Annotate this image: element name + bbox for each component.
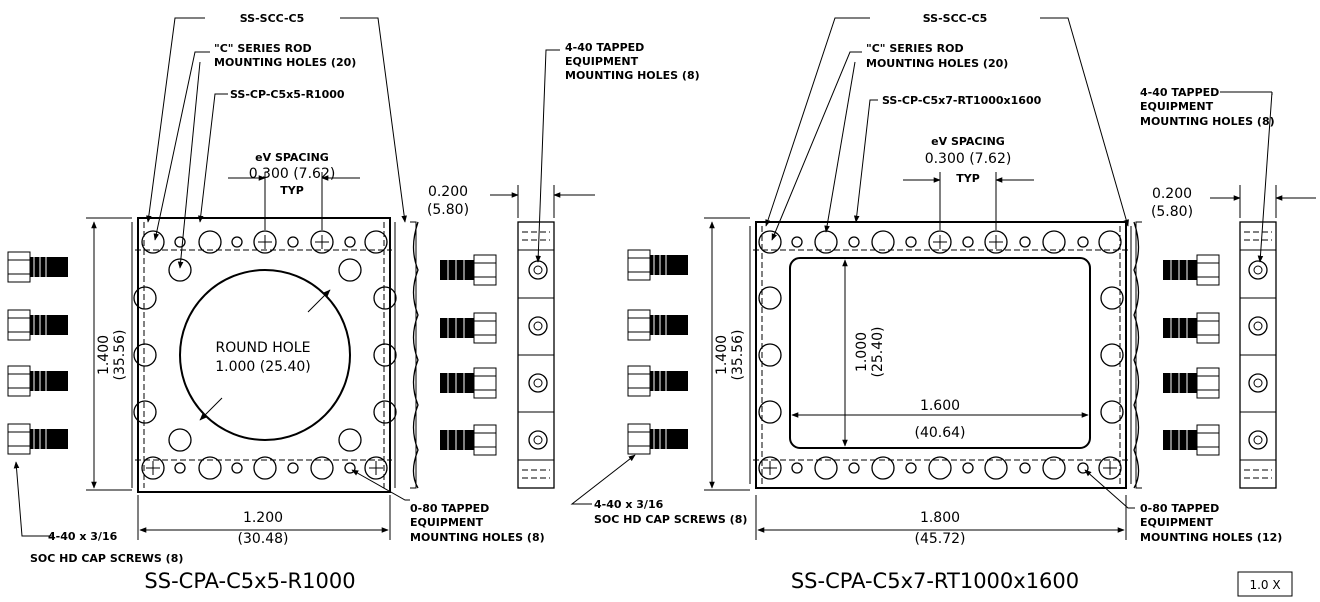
spacing-typ-2: TYP — [956, 172, 980, 185]
width-metric-2: (45.72) — [914, 531, 965, 547]
cap-screw-icon — [7, 365, 68, 397]
rod-holes-label-2: MOUNTING HOLES (20) — [214, 56, 356, 69]
rod-holes-label-1: "C" SERIES ROD — [214, 42, 312, 55]
thickness-label-2: 0.200 — [1152, 186, 1192, 202]
eq-label-2: EQUIPMENT — [410, 516, 484, 529]
eq-label-3-2: MOUNTING HOLES (12) — [1140, 531, 1282, 544]
spacing-label-2: eV SPACING — [931, 135, 1005, 148]
cap-screw-icon — [627, 423, 688, 455]
thickness-metric-2: (5.80) — [1151, 204, 1193, 220]
rod-holes-label-1-2: "C" SERIES ROD — [866, 42, 964, 55]
screws-label-2-2: SOC HD CAP SCREWS (8) — [594, 513, 747, 526]
side-bar-2 — [1239, 221, 1277, 489]
screws-label-1: 4-40 x 3/16 — [48, 530, 118, 543]
right-plate — [749, 221, 1132, 489]
tapped-label-3: MOUNTING HOLES (8) — [565, 69, 700, 82]
round-hole-label: ROUND HOLE — [216, 340, 311, 356]
cap-screw-icon — [1163, 367, 1220, 399]
height-dim-metric-2: (35.56) — [730, 329, 746, 380]
screws-label-2: SOC HD CAP SCREWS (8) — [30, 552, 183, 565]
cap-screw-icon — [7, 423, 68, 455]
spacing-label: eV SPACING — [255, 151, 329, 164]
spacing-typ: TYP — [280, 184, 304, 197]
cap-screw-icon — [1163, 254, 1220, 286]
thickness-label: 0.200 — [428, 184, 468, 200]
cap-screw-icon — [627, 365, 688, 397]
round-hole — [179, 269, 351, 441]
cap-screw-icon — [7, 251, 68, 283]
round-hole-size: 1.000 (25.40) — [215, 359, 311, 375]
clamp-label: SS-SCC-C5 — [240, 12, 305, 25]
rect-opening — [789, 257, 1091, 449]
plate-label-2: SS-CP-C5x7-RT1000x1600 — [882, 94, 1042, 107]
cap-screw-icon — [440, 367, 497, 399]
screws-label-1-2: 4-40 x 3/16 — [594, 498, 664, 511]
cap-screw-icon — [1163, 312, 1220, 344]
tapped-label-1: 4-40 TAPPED — [565, 41, 644, 54]
width-label-2: 1.800 — [920, 510, 960, 526]
eq-label-1: 0-80 TAPPED — [410, 502, 489, 515]
cap-screw-icon — [1163, 424, 1220, 456]
thickness-metric: (5.80) — [427, 202, 469, 218]
cap-screw-icon — [627, 249, 688, 281]
left-assembly: 1.400 (35.56) — [7, 12, 700, 593]
height-dim-label-2: 1.400 — [714, 335, 730, 375]
plate-label: SS-CP-C5x5-R1000 — [230, 88, 345, 101]
height-dim-label: 1.400 — [96, 335, 112, 375]
cap-screw-icon — [440, 312, 497, 344]
tapped-label-1-2: 4-40 TAPPED — [1140, 86, 1219, 99]
eq-label-3: MOUNTING HOLES (8) — [410, 531, 545, 544]
eq-label-1-2: 0-80 TAPPED — [1140, 502, 1219, 515]
tapped-label-2: EQUIPMENT — [565, 55, 639, 68]
tapped-label-3-2: MOUNTING HOLES (8) — [1140, 115, 1275, 128]
scale-label: 1.0 X — [1249, 578, 1280, 592]
side-bar — [517, 221, 555, 489]
left-title: SS-CPA-C5x5-R1000 — [144, 569, 355, 593]
inner-width-metric: (40.64) — [914, 425, 965, 441]
left-screws — [7, 251, 68, 455]
height-dim-metric: (35.56) — [112, 329, 128, 380]
cap-screw-icon — [7, 309, 68, 341]
left-screws-2 — [627, 249, 688, 455]
right-screws — [440, 254, 497, 456]
tapped-label-2-2: EQUIPMENT — [1140, 100, 1214, 113]
right-assembly: 1.400 (35.56) — [570, 12, 1316, 593]
rod-holes-label-2-2: MOUNTING HOLES (20) — [866, 57, 1008, 70]
right-screws-2 — [1163, 254, 1220, 456]
eq-label-2-2: EQUIPMENT — [1140, 516, 1214, 529]
right-title: SS-CPA-C5x7-RT1000x1600 — [791, 569, 1079, 593]
width-label: 1.200 — [243, 510, 283, 526]
cap-screw-icon — [627, 309, 688, 341]
inner-width-label: 1.600 — [920, 398, 960, 414]
spacing-value: 0.300 (7.62) — [249, 166, 336, 182]
width-metric: (30.48) — [237, 531, 288, 547]
inner-height-metric: (25.40) — [870, 326, 886, 377]
clamp-label-2: SS-SCC-C5 — [923, 12, 988, 25]
inner-height-label: 1.000 — [854, 332, 870, 372]
scale-box: 1.0 X — [1237, 571, 1293, 597]
cap-screw-icon — [440, 254, 497, 286]
spacing-value-2: 0.300 (7.62) — [925, 151, 1012, 167]
cap-screw-icon — [440, 424, 497, 456]
